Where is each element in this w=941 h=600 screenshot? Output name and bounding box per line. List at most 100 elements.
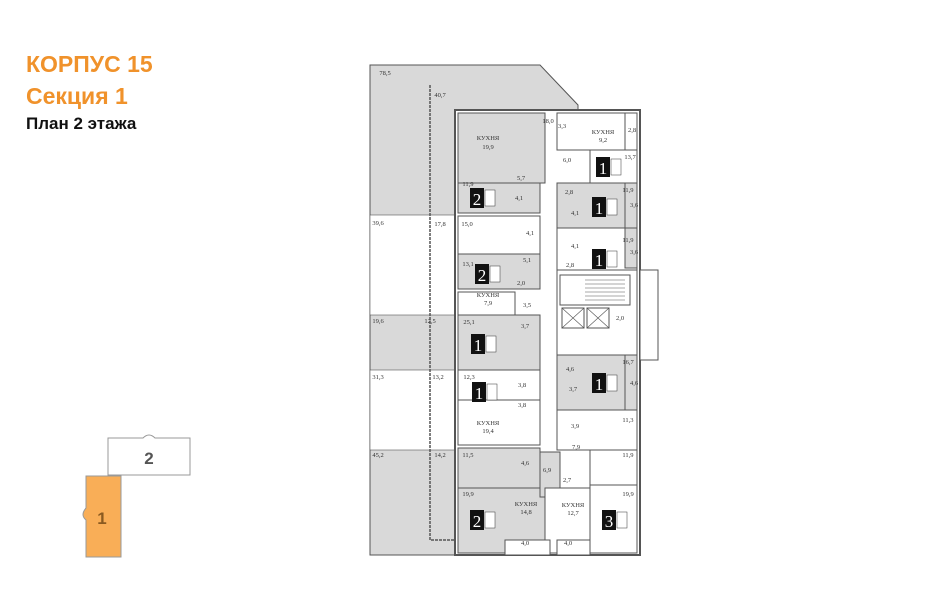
room — [457, 447, 541, 489]
terrace-zone — [369, 369, 456, 451]
room-area-label: 9,2 — [599, 137, 607, 144]
stair-annex — [639, 269, 659, 361]
room-area-label: 11,3 — [622, 417, 633, 424]
room-area-label: 14,8 — [520, 509, 531, 516]
room-area-label: 2,8 — [628, 127, 636, 134]
room-area-label: 11,5 — [462, 452, 473, 459]
room-area-label: КУХНЯ — [477, 135, 500, 142]
apartment-badge — [470, 188, 484, 208]
key-section-1[interactable] — [82, 475, 122, 558]
apartment-room-count: 1 — [595, 199, 604, 218]
apartment-room-count: 1 — [475, 384, 484, 403]
apartment-room-count: 1 — [599, 159, 608, 178]
apartment-room-count: 1 — [595, 251, 604, 270]
room — [556, 409, 638, 451]
room-area-label: 13,7 — [624, 154, 636, 161]
room-area-label: 4,6 — [521, 460, 530, 467]
section-title: Секция 1 — [26, 83, 128, 109]
apartment-badge — [472, 382, 486, 402]
room-area-label: 11,9 — [622, 452, 633, 459]
terrace-zone — [369, 214, 456, 316]
building-title: КОРПУС 15 — [26, 51, 153, 77]
apartment-area-box — [489, 265, 501, 283]
room — [556, 112, 638, 151]
room-area-label: 7,9 — [572, 444, 580, 451]
room-area-label: 31,3 — [372, 374, 383, 381]
apartment-badge — [471, 334, 485, 354]
apartment-area-box — [484, 189, 496, 207]
apartment-room-count: 2 — [478, 266, 487, 285]
room-area-label: 18,0 — [542, 118, 553, 125]
apartment-area-box — [616, 511, 628, 529]
room-area-label: 19,9 — [462, 491, 473, 498]
room-area-label: 12,5 — [424, 318, 435, 325]
room-area-label: КУХНЯ — [592, 129, 615, 136]
apartment-badge — [602, 510, 616, 530]
room-area-label: 11,9 — [622, 187, 633, 194]
room-area-label: 40,7 — [434, 92, 446, 99]
room — [457, 399, 541, 446]
room — [556, 539, 591, 556]
room-area-label: 2,0 — [517, 280, 525, 287]
room-area-label: КУХНЯ — [562, 502, 585, 509]
room-area-label: 2,8 — [565, 189, 573, 196]
apartment-area-box — [485, 335, 497, 353]
room-area-label: 2,7 — [563, 477, 572, 484]
room-area-label: 4,0 — [564, 540, 572, 547]
apartment-badge — [475, 264, 489, 284]
apartment-badge — [592, 197, 606, 217]
room-area-label: 3,9 — [571, 423, 579, 430]
room — [504, 539, 551, 556]
room-area-label: 4,6 — [566, 366, 575, 373]
apartment-area-box — [606, 198, 618, 216]
room-area-label: 4,1 — [515, 195, 523, 202]
apartment-badge — [470, 510, 484, 530]
key-section-2-label: 2 — [144, 449, 153, 468]
room-area-label: 4,1 — [526, 230, 534, 237]
apartment-room-count: 2 — [473, 190, 482, 209]
terrace-railing — [429, 85, 455, 541]
room-area-label: КУХНЯ — [515, 501, 538, 508]
room-area-label: 45,2 — [372, 452, 383, 459]
apartment-room-count: 1 — [595, 375, 604, 394]
room-area-label: 13,2 — [432, 374, 443, 381]
apartment-area-box — [610, 158, 622, 176]
room — [624, 112, 638, 151]
room-area-label: 5,1 — [523, 257, 531, 264]
room-area-label: 15,0 — [461, 221, 472, 228]
room-area-label: 39,6 — [372, 220, 384, 227]
key-section-2[interactable] — [107, 434, 191, 476]
floor-plan-title: План 2 этажа — [26, 114, 137, 133]
apartment-room-count: 3 — [605, 512, 614, 531]
room-area-label: 7,9 — [484, 300, 492, 307]
plan-shapes — [369, 64, 659, 556]
room-area-label: 25,1 — [463, 319, 474, 326]
apartment-area-box — [606, 374, 618, 392]
apartment-area-box — [606, 250, 618, 268]
room — [589, 449, 638, 486]
elevator-cross — [586, 307, 610, 329]
room-area-label: 4,1 — [571, 210, 579, 217]
room-area-label: 3,3 — [558, 123, 566, 130]
apartment-badge — [592, 373, 606, 393]
room-area-label: 13,1 — [462, 261, 473, 268]
room — [457, 369, 541, 401]
apartment-area-box — [484, 511, 496, 529]
room-area-label: 3,7 — [569, 386, 578, 393]
room-area-label: 3,6 — [630, 249, 639, 256]
room-area-label: 3,8 — [518, 402, 526, 409]
apartment-badge — [592, 249, 606, 269]
room-area-label: 6,9 — [543, 467, 551, 474]
room-area-label: 3,5 — [523, 302, 531, 309]
room-area-label: 19,9 — [622, 491, 633, 498]
key-section-1-label: 1 — [97, 509, 106, 528]
room-area-label: 19,6 — [372, 318, 384, 325]
room-area-label: 3,6 — [630, 202, 639, 209]
elevator-cross — [561, 307, 585, 329]
room-area-label: 4,6 — [630, 380, 639, 387]
room-area-label: 19,9 — [482, 144, 493, 151]
room-area-label: 12,7 — [567, 510, 579, 517]
room-area-label: 4,0 — [521, 540, 529, 547]
